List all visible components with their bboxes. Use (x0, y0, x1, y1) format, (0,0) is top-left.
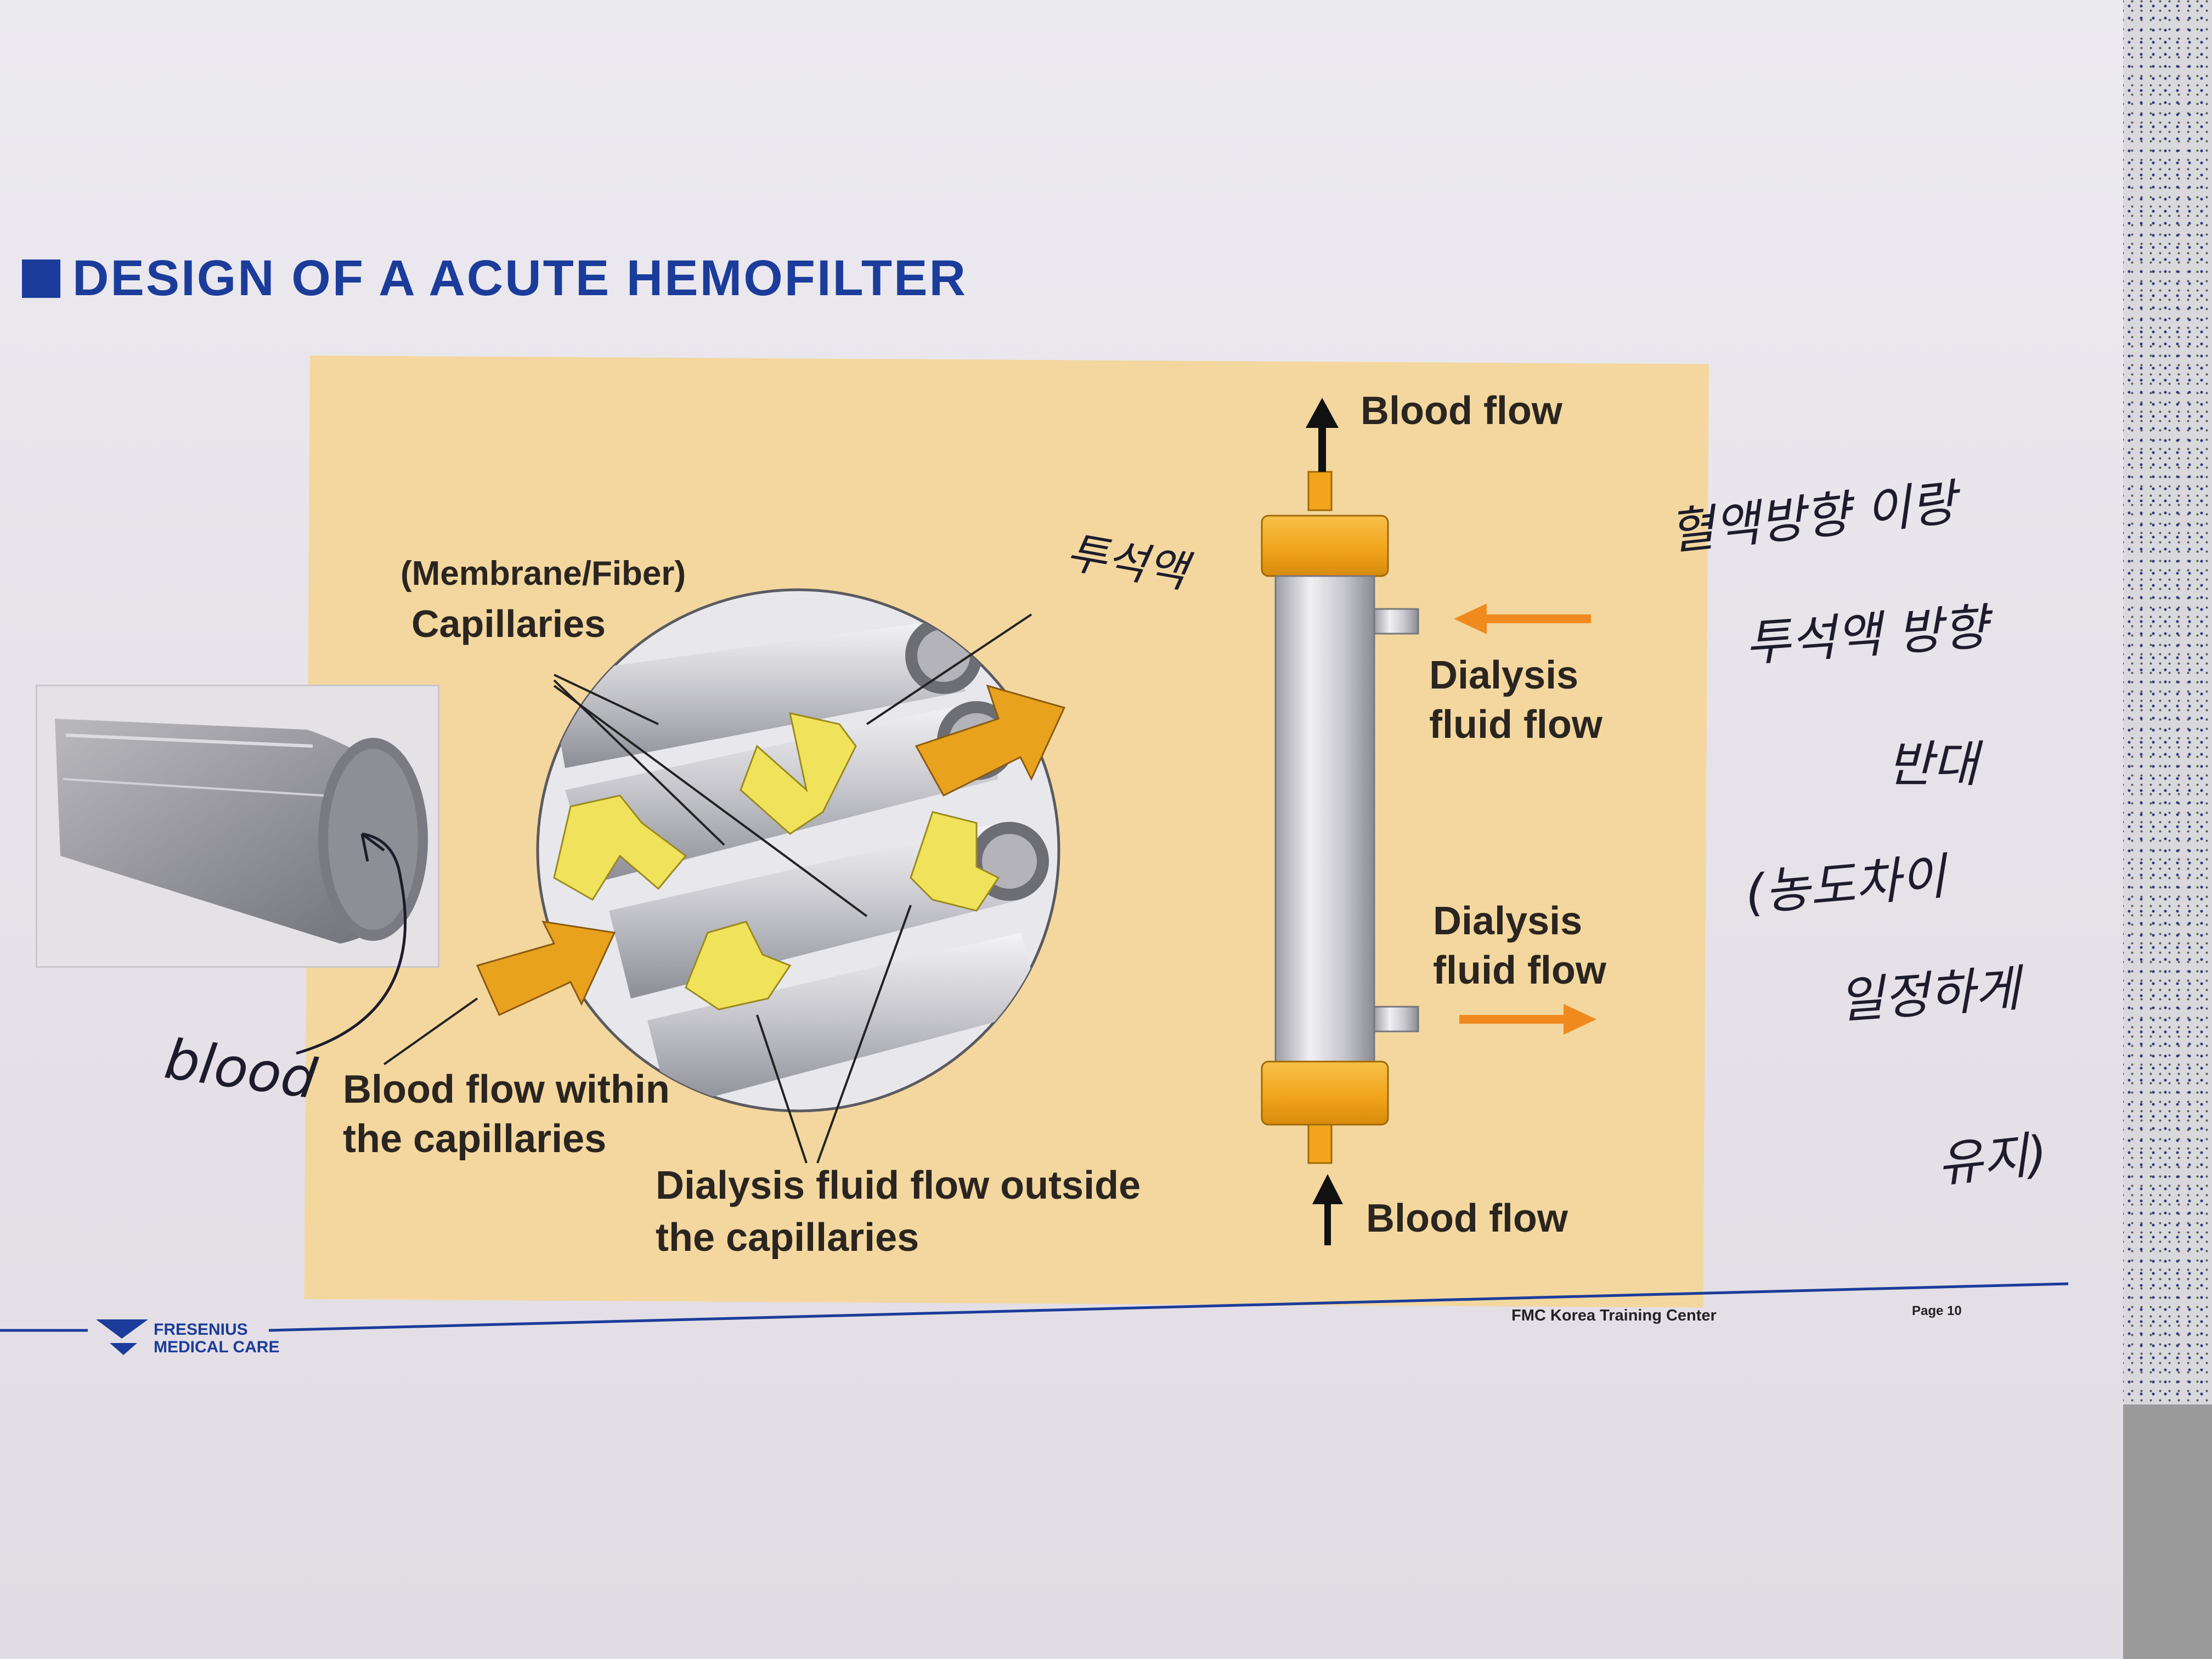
label-capillaries: Capillaries (411, 602, 606, 645)
label-blood-flow-top: Blood flow (1361, 389, 1562, 433)
blood-annotation-arrow (296, 832, 407, 1055)
hand-note-line5: 일정하게 (1836, 960, 2022, 1030)
page-title: DESIGN OF A ACUTE HEMOFILTER (72, 250, 967, 306)
pointer-blood-within (383, 997, 478, 1065)
label-dialysis-out-2: fluid flow (1433, 949, 1606, 992)
label-dialysis-outside-1: Dialysis fluid flow outside (656, 1164, 1141, 1207)
fresenius-logo (96, 1319, 148, 1355)
label-blood-flow-bottom: Blood flow (1366, 1197, 1568, 1240)
pointer-capillaries-1 (554, 674, 659, 725)
label-blood-flow-within-2: the capillaries (343, 1117, 607, 1161)
label-dialysis-outside-2: the capillaries (656, 1216, 919, 1260)
fiber-bundle-image (55, 719, 428, 944)
footer-rule-right (268, 1282, 2069, 1332)
pointer-dialysis-2 (816, 905, 912, 1164)
blood-annotation-arrowhead (360, 833, 385, 862)
label-dialysis-in-1: Dialysis (1429, 653, 1579, 697)
pointer-hand-annotation (866, 613, 1032, 725)
hand-note-line6: 유지) (1934, 1125, 2050, 1194)
label-dialysis-out-1: Dialysis (1433, 899, 1583, 943)
pointer-capillaries-3 (553, 685, 868, 917)
brand-line-2: MEDICAL CARE (154, 1338, 280, 1356)
dialysate-arrow-2 (553, 794, 687, 901)
dialysate-arrows (553, 712, 1000, 1011)
pointer-lines (383, 613, 1032, 1164)
blood-arrow-in (476, 921, 616, 1016)
hand-note-line3: 반대 (1887, 736, 1978, 793)
blood-flow-in-arrow (1312, 1174, 1343, 1245)
dialysis-out-arrow (1459, 1004, 1596, 1035)
label-membrane-fiber: (Membrane/Fiber) (400, 555, 686, 592)
footer-training-center: FMC Korea Training Center (1511, 1307, 1717, 1324)
dialysis-in-arrow (1454, 603, 1591, 634)
title-bullet-square (22, 259, 60, 298)
dialysate-arrow-3 (910, 811, 1000, 912)
slide-heading: DESIGN OF A ACUTE HEMOFILTER (22, 250, 967, 307)
fresenius-wordmark: FRESENIUS MEDICAL CARE (154, 1321, 279, 1356)
footer-page-number: Page 10 (1912, 1304, 1962, 1318)
dialysate-arrow-4 (685, 921, 792, 1011)
blood-arrows (476, 684, 1066, 1016)
label-blood-flow-within-1: Blood flow within (343, 1068, 670, 1111)
blood-arrow-out (915, 684, 1066, 797)
pointer-dialysis-1 (756, 1014, 808, 1164)
hemofilter-column (1261, 471, 1419, 1164)
speckled-countertop (2123, 0, 2212, 1404)
brand-line-1: FRESENIUS (154, 1321, 248, 1339)
dialysate-arrow-1 (740, 712, 857, 835)
counter-edge (2123, 1404, 2212, 1659)
label-dialysis-in-2: fluid flow (1429, 703, 1602, 747)
blood-flow-out-arrow (1306, 398, 1339, 472)
